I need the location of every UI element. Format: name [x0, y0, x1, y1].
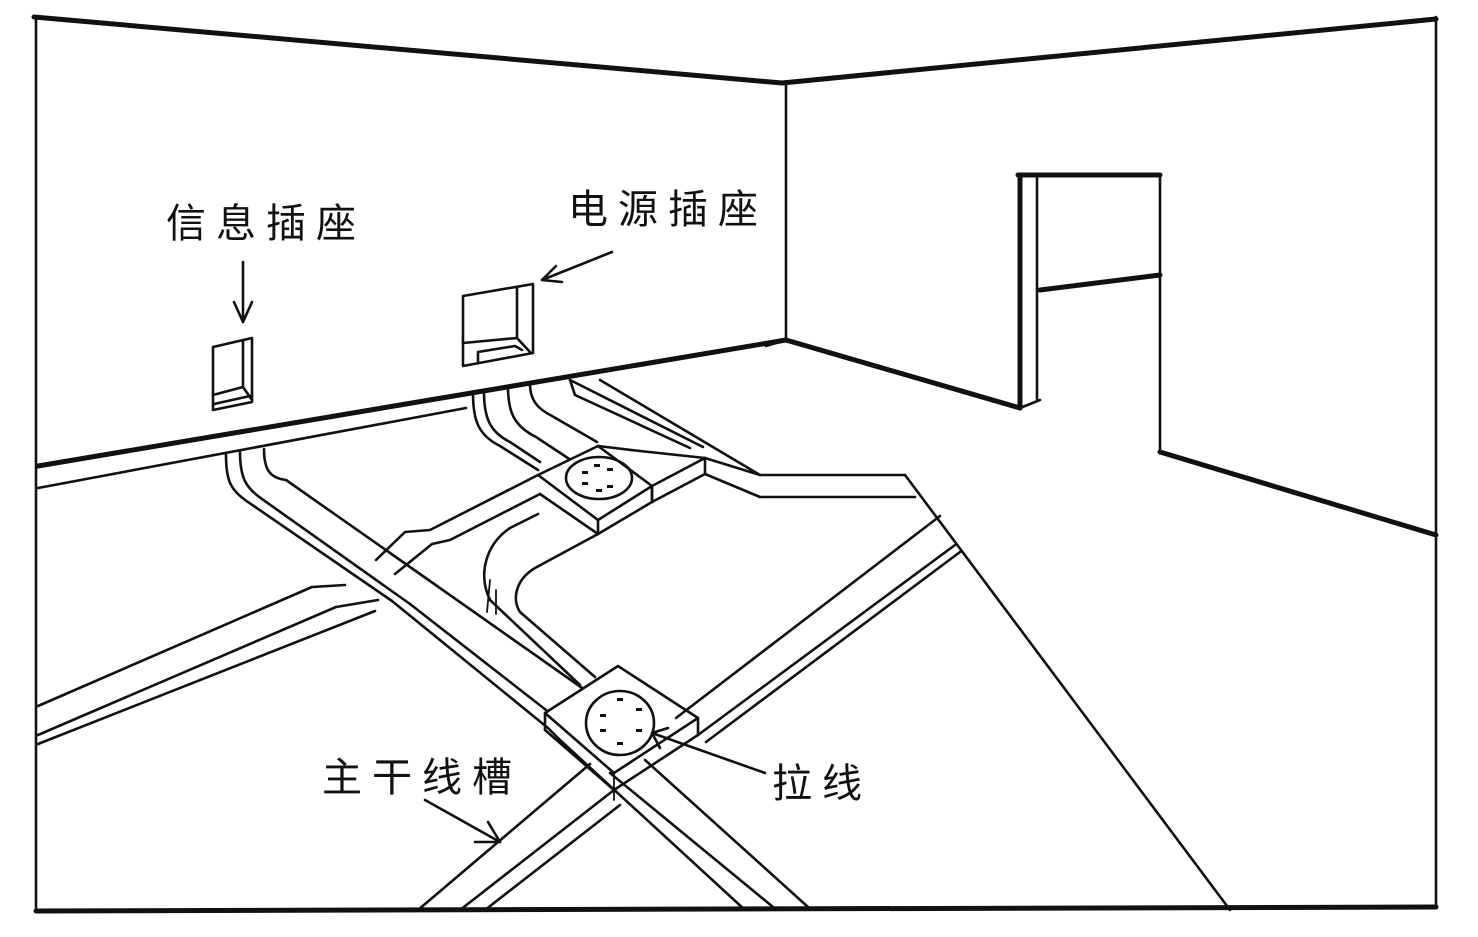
branch-trough-right-upper	[598, 378, 917, 499]
info-socket-label: 信息插座	[166, 201, 366, 247]
ceiling-edge-right	[779, 16, 1439, 86]
pull-wire-arrow	[650, 726, 767, 775]
door-opening	[1015, 172, 1163, 454]
power-socket-arrow	[540, 250, 614, 284]
frame-bottom	[33, 904, 1439, 914]
corner-baseboard	[764, 338, 788, 348]
info-socket-arrow	[232, 260, 254, 324]
lower-junction-box	[543, 664, 700, 801]
branch-trough-left	[36, 473, 542, 746]
trunk-trough-arrow	[423, 798, 502, 844]
cross-trough	[416, 514, 962, 912]
pull-wire-label: 拉线	[772, 761, 872, 807]
upper-junction-box	[536, 444, 707, 536]
trunk-trough-main	[390, 572, 810, 912]
curved-trough	[483, 512, 600, 687]
power-socket	[461, 282, 535, 368]
riser-trough	[224, 378, 705, 606]
ceiling-edge-left	[31, 14, 785, 86]
room-shell	[31, 14, 1439, 914]
left-wall-baseline	[35, 337, 789, 469]
right-wall-floor-line-2	[1157, 449, 1439, 538]
right-wall-floor-line-1	[783, 337, 1023, 411]
trunk-trough-label: 主干线槽	[322, 755, 522, 801]
floor-edge-diagonal	[903, 473, 1232, 912]
info-socket	[211, 336, 254, 412]
power-socket-label: 电源插座	[568, 187, 768, 233]
left-wall-baseboard	[36, 406, 468, 490]
